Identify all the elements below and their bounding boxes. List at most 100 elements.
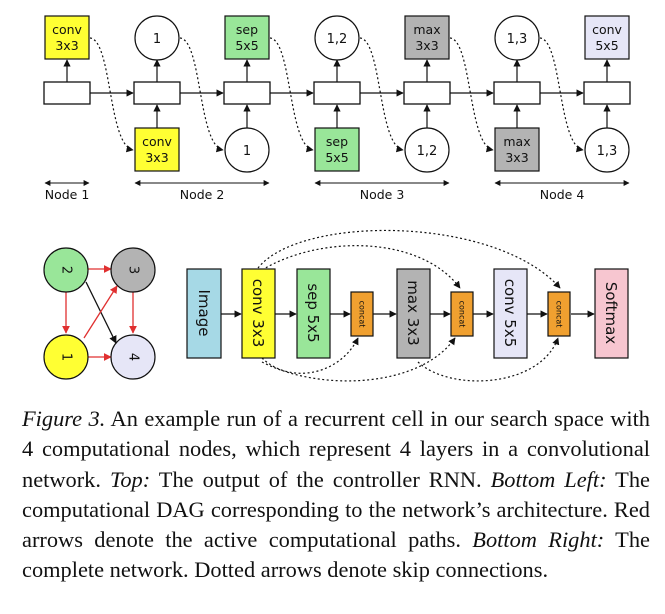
block-label: sep 5x5 — [304, 283, 322, 342]
rnn-cell — [493, 81, 541, 105]
dag-node-circle — [110, 334, 156, 380]
node-label: Node 1 — [45, 187, 90, 202]
block-max-3x3: max 3x3 — [396, 268, 431, 359]
block-rect — [493, 268, 528, 359]
op-label: 3x3 — [415, 38, 438, 53]
block-rect — [296, 268, 331, 359]
node-ref-1: 1 — [134, 15, 180, 61]
dag-node-4: 4 — [110, 334, 156, 380]
op-box — [44, 15, 90, 60]
op-conv-3x3: conv 3x3 — [134, 127, 180, 172]
op-label: 5x5 — [235, 38, 258, 53]
block-conv-3x3: conv 3x3 — [241, 268, 276, 359]
block-sep-5x5: sep 5x5 — [296, 268, 331, 359]
node-ref-circle — [134, 15, 180, 61]
block-rect — [186, 268, 222, 359]
block-label: concat — [358, 301, 367, 328]
node-ref-circle — [584, 127, 630, 173]
op-box — [224, 15, 270, 60]
dag-edges — [62, 265, 137, 361]
rnn-cell — [133, 81, 181, 105]
complete-network: Image conv 3x3 sep 5x5 concat max 3x3 co… — [186, 229, 629, 382]
op-conv-5x5: conv 5x5 — [584, 15, 630, 60]
block-concat-1: concat — [350, 291, 374, 337]
rnn-cell — [583, 81, 631, 105]
op-label: 3x3 — [505, 150, 528, 165]
op-sep-5x5: sep 5x5 — [224, 15, 270, 60]
block-rect — [450, 291, 474, 337]
caption-bottom-left-label: Bottom Left: — [490, 466, 607, 492]
op-label: sep — [236, 22, 258, 37]
node-ref-1-3: 1,3 — [584, 127, 630, 173]
node-ref-circle — [314, 15, 360, 61]
rnn-cell — [403, 81, 451, 105]
op-label: conv — [592, 22, 622, 37]
node-ref-circle — [224, 127, 270, 173]
caption-top-label: Top: — [109, 466, 151, 492]
node-label: Node 3 — [360, 187, 405, 202]
node-label: Node 2 — [180, 187, 225, 202]
caption-figure-label: Figure 3. — [22, 406, 106, 431]
op-box — [404, 15, 450, 60]
dag-node-label: 4 — [126, 353, 141, 361]
rnn-recurrent-arrows — [63, 59, 611, 128]
block-label: Image — [195, 290, 213, 337]
block-label: concat — [555, 301, 564, 328]
caption-text: An example run of a recurrent cell in ou… — [22, 406, 651, 492]
op-label: conv — [142, 134, 172, 149]
dag-node-2: 2 — [43, 247, 89, 293]
op-label: 1 — [153, 32, 161, 47]
node-ref-1-2: 1,2 — [314, 15, 360, 61]
op-max-3x3: max 3x3 — [404, 15, 450, 60]
controller-rnn: conv 3x3 1 sep 5x5 1,2 m — [43, 15, 631, 202]
node-ref-1: 1 — [224, 127, 270, 173]
op-label: max — [503, 134, 530, 149]
dag-node-circle — [110, 247, 156, 293]
figure-caption: Figure 3. An example run of a recurrent … — [22, 404, 650, 586]
op-label: 3x3 — [55, 38, 78, 53]
op-box — [494, 127, 540, 172]
block-label: Softmax — [602, 282, 620, 344]
block-concat-2: concat — [450, 291, 474, 337]
op-sep-5x5: sep 5x5 — [314, 127, 360, 172]
rnn-cell — [313, 81, 361, 105]
dag-node-label: 2 — [59, 266, 74, 274]
computational-dag: 2 3 1 4 — [43, 247, 156, 380]
caption-bottom-right-label: Bottom Right: — [472, 527, 605, 553]
op-label: 1,3 — [507, 32, 528, 47]
block-conv-5x5: conv 5x5 — [493, 268, 528, 359]
caption-text: The computational DAG corresponding to t… — [22, 466, 650, 553]
caption-text: The output of the controller RNN. — [150, 466, 491, 492]
op-box — [584, 15, 630, 60]
op-label: 1,2 — [417, 144, 438, 159]
block-label: conv 3x3 — [249, 279, 267, 348]
op-label: 5x5 — [325, 150, 348, 165]
node-ref-circle — [404, 127, 450, 173]
op-box — [134, 127, 180, 172]
op-label: max — [413, 22, 440, 37]
block-softmax: Softmax — [594, 268, 629, 359]
op-label: 1 — [243, 144, 251, 159]
op-max-3x3: max 3x3 — [494, 127, 540, 172]
op-label: 1,2 — [327, 32, 348, 47]
node-label: Node 4 — [540, 187, 585, 202]
block-label: concat — [458, 301, 467, 328]
dag-node-label: 1 — [59, 353, 74, 361]
op-box — [314, 127, 360, 172]
block-label: max 3x3 — [404, 280, 422, 345]
op-label: sep — [326, 134, 348, 149]
op-label: 1,3 — [597, 144, 618, 159]
block-image: Image — [186, 268, 222, 359]
op-label: 5x5 — [595, 38, 618, 53]
ops-above-row: conv 3x3 1 sep 5x5 1,2 m — [44, 15, 630, 61]
skip-connections — [257, 229, 561, 382]
ops-below-row: conv 3x3 1 sep 5x5 1,2 m — [134, 127, 630, 173]
block-rect — [241, 268, 276, 359]
rnn-cell — [223, 81, 271, 105]
dag-node-1: 1 — [43, 334, 89, 380]
op-conv-3x3: conv 3x3 — [44, 15, 90, 60]
dag-node-3: 3 — [110, 247, 156, 293]
block-rect — [396, 268, 431, 359]
block-rect — [547, 291, 571, 337]
